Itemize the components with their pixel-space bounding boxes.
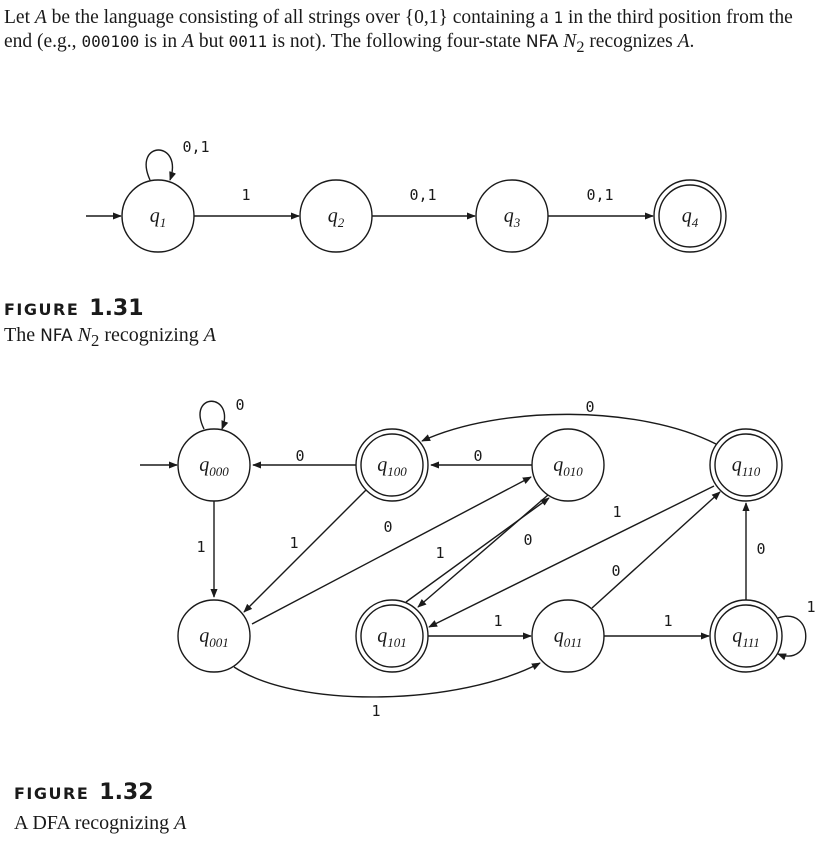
dfa-transition-label: 1: [196, 538, 205, 556]
state-q4-circle: [653, 179, 727, 253]
dfa-transition-label: 1: [806, 598, 815, 616]
dfa-transition-q001-q011: [233, 662, 541, 698]
intro-text: be the language consisting of all string…: [46, 7, 405, 28]
state-q100-circle: [355, 428, 429, 502]
state-q010-label: q010: [553, 454, 583, 479]
state-q000-circle: [177, 428, 251, 502]
figure-1-caption: The NFA N2 recognizing A: [4, 324, 216, 351]
caption-text: recognizing: [99, 324, 204, 346]
dfa-transition-label: 1: [612, 503, 621, 521]
dfa-transition-label: 1: [435, 544, 444, 562]
nfa-transition-q1-q1: [145, 149, 177, 181]
dfa-transition-label: 0: [585, 398, 594, 416]
nfa-name: N: [77, 324, 92, 346]
intro-text: is in: [139, 31, 183, 52]
dfa-transition-q101-q010: [405, 497, 550, 603]
figure-1-label: FIGURE 1.31: [4, 296, 144, 321]
caption-text: The: [4, 324, 41, 346]
figure-number: 1.32: [99, 780, 154, 805]
language-symbol: A: [174, 812, 187, 834]
dfa-transition-label: 1: [289, 534, 298, 552]
dfa-transition-label: 0: [295, 447, 304, 465]
language-symbol: A: [34, 7, 47, 28]
state-q111-circle: [709, 599, 783, 673]
intro-text: containing a: [447, 7, 554, 28]
dfa-transition-q011-q110: [591, 491, 721, 609]
nfa-transition-label: 0,1: [409, 186, 436, 204]
dfa-transition-q110-q101: [428, 485, 715, 628]
nfa-subscript: 2: [576, 37, 585, 56]
nfa-transition-label: 0,1: [182, 138, 209, 156]
state-q110-accept-ring: [714, 433, 778, 497]
figure-word: FIGURE: [4, 300, 80, 319]
state-q101-circle: [355, 599, 429, 673]
dfa-transition-label: 0: [611, 562, 620, 580]
state-q101-accept-ring: [360, 604, 424, 668]
dfa-transition-label: 0: [235, 396, 244, 414]
state-q010-circle: [531, 428, 605, 502]
dfa-transition-label: 1: [493, 612, 502, 630]
dfa-transition-label: 1: [663, 612, 672, 630]
figure-number: 1.31: [89, 296, 144, 321]
state-q4-accept-ring: [658, 184, 722, 248]
state-q001-circle: [177, 599, 251, 673]
dfa-transition-q100-q001: [243, 489, 367, 613]
intro-paragraph: Let A be the language consisting of all …: [4, 6, 822, 59]
intro-text: recognizes: [584, 31, 678, 52]
state-q111-accept-ring: [714, 604, 778, 668]
example-string-out: 0011: [228, 32, 268, 51]
state-q101-label: q101: [377, 625, 407, 650]
dfa-transition-label: 0: [523, 531, 532, 549]
figure-2-label: FIGURE 1.32: [14, 780, 154, 805]
nfa-name: N: [563, 31, 577, 52]
language-symbol: A: [182, 31, 194, 52]
intro-text: in the third position from the end (e.g.…: [4, 7, 793, 52]
nfa-abbrev: NFA: [40, 326, 73, 346]
language-symbol: A: [677, 31, 690, 52]
intro-text: Let: [4, 7, 35, 28]
caption-text: A DFA recognizing: [14, 812, 175, 834]
figure-word: FIGURE: [14, 784, 90, 803]
dfa-transition-label: 1: [371, 702, 380, 720]
dfa-transition-q000-q000: [199, 400, 229, 430]
state-q110-circle: [709, 428, 783, 502]
intro-text: .: [689, 31, 695, 52]
nfa-transition-label: 1: [241, 186, 250, 204]
dfa-transition-q111-q111: [777, 615, 807, 661]
state-q011-circle: [531, 599, 605, 673]
dfa-transition-label: 0: [383, 518, 392, 536]
intro-text: is not). The following four-state: [267, 31, 526, 52]
dfa-transition-label: 0: [473, 447, 482, 465]
nfa-subscript: 2: [91, 331, 100, 350]
example-string-in: 000100: [81, 32, 140, 51]
state-q1-circle: [121, 179, 195, 253]
dfa-transition-q001-q010: [251, 476, 532, 625]
figure-2-caption: A DFA recognizing A: [14, 812, 186, 835]
dfa-transition-q110-q100: [421, 413, 717, 445]
language-symbol: A: [203, 324, 216, 346]
state-q100-accept-ring: [360, 433, 424, 497]
nfa-abbrev: NFA: [525, 32, 559, 52]
state-q3-circle: [475, 179, 549, 253]
intro-text: but: [193, 31, 229, 52]
state-q2-circle: [299, 179, 373, 253]
dfa-transition-label: 0: [756, 540, 765, 558]
nfa-transition-label: 0,1: [586, 186, 613, 204]
symbol-one: 1: [553, 8, 564, 27]
alphabet-set: {0,1}: [404, 7, 448, 28]
